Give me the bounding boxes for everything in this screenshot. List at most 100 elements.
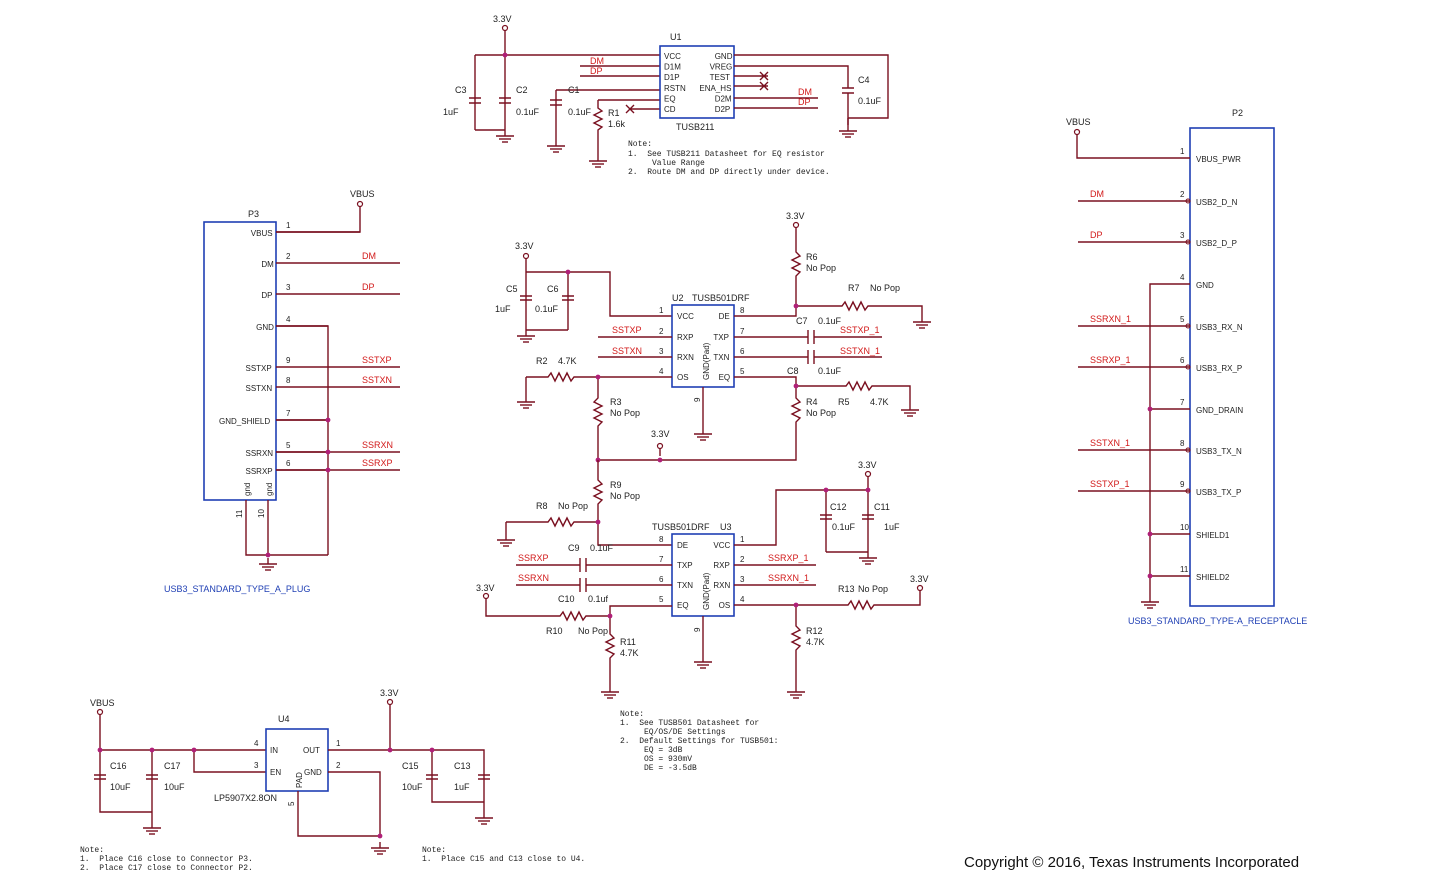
u1-pin-d2p: D2P <box>715 105 731 114</box>
p3-pin-num-7: 7 <box>286 409 291 418</box>
u4-part: LP5907X2.8ON <box>214 793 277 803</box>
r11-value: 4.7K <box>620 648 639 658</box>
u2-pin-num-1: 1 <box>659 306 664 315</box>
u3-pin-txn: TXN <box>677 581 693 590</box>
r6-value: No Pop <box>806 263 836 273</box>
p2-pin-marker-9 <box>1185 488 1191 494</box>
p3-net-ssrxn: SSRXN <box>362 440 393 450</box>
u3-pin-os: OS <box>719 601 731 610</box>
p3-pin-label-6: SSRXP <box>246 467 273 476</box>
u3-net-ssrxn1: SSRXN_1 <box>768 573 809 583</box>
r2-value: 4.7K <box>558 356 577 366</box>
p2-pin-num-10: 10 <box>1180 523 1189 532</box>
r13-value: No Pop <box>858 584 888 594</box>
p3-vbus-label: VBUS <box>350 189 375 199</box>
p3-pin-label-1: VBUS <box>251 229 273 238</box>
u4-pad-num: 5 <box>287 801 296 806</box>
p2-pin-marker-8 <box>1185 447 1191 453</box>
p2-pin-label-5: USB3_RX_N <box>1196 323 1243 332</box>
r13-ref: R13 <box>838 584 855 594</box>
p2-pin-label-10: SHIELD1 <box>1196 531 1230 540</box>
p2-vbus-label: VBUS <box>1066 117 1091 127</box>
p2-pin-num-3: 3 <box>1180 231 1185 240</box>
u4-pin-num-4: 4 <box>254 739 259 748</box>
c8-value: 0.1uF <box>818 366 842 376</box>
p3-pin-num-5: 5 <box>286 441 291 450</box>
p3-gnd-num-b: 10 <box>257 509 266 518</box>
p2-pin-marker-3 <box>1185 239 1191 245</box>
c3-value: 1uF <box>443 107 459 117</box>
c15-value: 10uF <box>402 782 423 792</box>
p3-net-dp: DP <box>362 282 375 292</box>
u4-pad: PAD <box>295 772 304 788</box>
u2-3v3-label: 3.3V <box>515 241 534 251</box>
c1-value: 0.1uF <box>568 107 592 117</box>
p3-net-dm: DM <box>362 251 376 261</box>
p2-pin-num-4: 4 <box>1180 273 1185 282</box>
r10-ref: R10 <box>546 626 563 636</box>
u4-pin-out: OUT <box>303 746 320 755</box>
u4-pin-gnd: GND <box>304 768 322 777</box>
u4-pin-num-2: 2 <box>336 761 341 770</box>
ldo-right-note-line-1: Note: <box>422 846 446 855</box>
u1-net-dm-left: DM <box>590 56 604 66</box>
u1-note-line-3: Value Range <box>628 159 705 168</box>
c5-value: 1uF <box>495 304 511 314</box>
p2-pin-label-7: GND_DRAIN <box>1196 406 1243 415</box>
u3-net-ssrxp: SSRXP <box>518 553 549 563</box>
p2-pin-label-11: SHIELD2 <box>1196 573 1230 582</box>
r12-ref: R12 <box>806 626 823 636</box>
r5-value: 4.7K <box>870 397 889 407</box>
u1-ref: U1 <box>670 32 682 42</box>
p3-pin-num-6: 6 <box>286 459 291 468</box>
p3-pin-num-4: 4 <box>286 315 291 324</box>
p3-pin-num-1: 1 <box>286 221 291 230</box>
u3-gnd-num: 9 <box>693 627 702 632</box>
c12-value: 0.1uF <box>832 522 856 532</box>
p3-gnd-pin-a: gnd <box>243 483 252 496</box>
u3-ref: U3 <box>720 522 732 532</box>
p3-pin-num-2: 2 <box>286 252 291 261</box>
u3-pin-vcc: VCC <box>713 541 730 550</box>
p3-net-sstxp: SSTXP <box>362 355 392 365</box>
c11-value: 1uF <box>884 522 900 532</box>
u4-3v3-label: 3.3V <box>380 688 399 698</box>
tusb501-note-line-4: 2. Default Settings for TUSB501: <box>620 737 778 746</box>
u2-part: TUSB501DRF <box>692 293 750 303</box>
p3-net-ssrxp: SSRXP <box>362 458 393 468</box>
c11-ref: C11 <box>874 502 890 512</box>
tusb501-note-line-7: DE = -3.5dB <box>620 764 697 773</box>
u1-pin-vcc: VCC <box>664 52 681 61</box>
c9-value: 0.1uF <box>590 543 614 553</box>
c15-ref: C15 <box>402 761 419 771</box>
p3-pin-label-8: SSTXN <box>246 384 273 393</box>
u3-vcc-3v3-label: 3.3V <box>858 460 877 470</box>
r3-value: No Pop <box>610 408 640 418</box>
p2-net-ssrxn_1: SSRXN_1 <box>1090 314 1131 324</box>
p2-pin-label-4: GND <box>1196 281 1214 290</box>
c4-value: 0.1uF <box>858 96 882 106</box>
p3-pin-num-9: 9 <box>286 356 291 365</box>
r4-ref: R4 <box>806 397 818 407</box>
p2-net-sstxn_1: SSTXN_1 <box>1090 438 1130 448</box>
ldo-left-note-line-3: 2. Place C17 close to Connector P2. <box>80 864 253 873</box>
u3-pin-num-2: 2 <box>740 555 745 564</box>
c2-value: 0.1uF <box>516 107 540 117</box>
r1-value: 1.6k <box>608 119 626 129</box>
p2-pin-label-9: USB3_TX_P <box>1196 488 1241 497</box>
u1-pin-cd: CD <box>664 105 676 114</box>
p2-net-sstxp_1: SSTXP_1 <box>1090 479 1130 489</box>
p2-pin-label-2: USB2_D_N <box>1196 198 1238 207</box>
tusb501-note: Note: 1. See TUSB501 Datasheet for EQ/OS… <box>620 710 778 773</box>
ldo-right-note-line-2: 1. Place C15 and C13 close to U4. <box>422 855 585 864</box>
r11-ref: R11 <box>620 637 636 647</box>
c7-value: 0.1uF <box>818 316 842 326</box>
u4-pin-in: IN <box>270 746 278 755</box>
u1-pin-test: TEST <box>710 73 731 82</box>
ldo-left-note: Note: 1. Place C16 close to Connector P3… <box>80 846 253 873</box>
c6-value: 0.1uF <box>535 304 559 314</box>
r3-ref: R3 <box>610 397 622 407</box>
u3-pin-num-7: 7 <box>659 555 664 564</box>
mid-3v3-label: 3.3V <box>651 429 670 439</box>
u2-pin-vcc: VCC <box>677 312 694 321</box>
